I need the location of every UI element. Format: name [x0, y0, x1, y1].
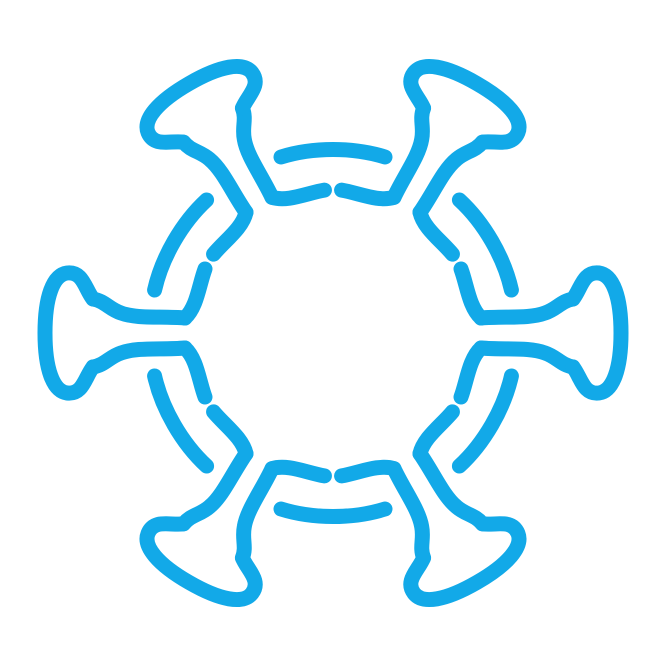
body-ring	[147, 142, 519, 524]
spike-2	[461, 269, 621, 397]
spike-5	[45, 269, 205, 397]
virus-body	[45, 52, 621, 615]
